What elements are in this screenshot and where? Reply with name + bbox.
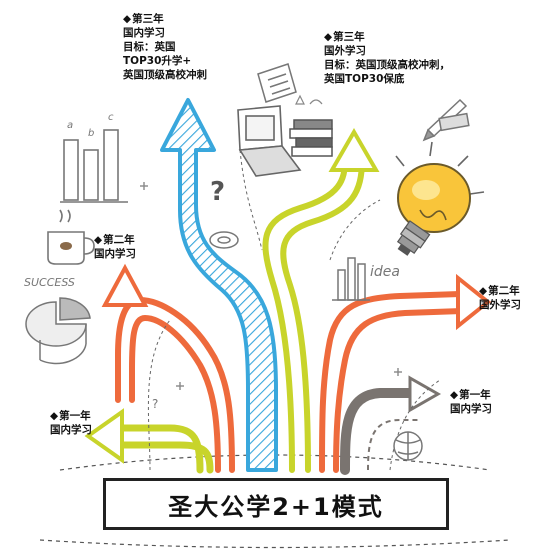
label-mid-right-heading: 第二年 xyxy=(479,284,521,298)
success-text: SUCCESS xyxy=(24,276,75,289)
label-bottom-right: 第一年 国内学习 xyxy=(450,388,492,416)
label-top-left-line-3: TOP30升学+ xyxy=(123,55,192,67)
label-bottom-left-line-1: 国内学习 xyxy=(50,424,92,436)
idea-text: idea xyxy=(370,264,400,280)
laptop-icon xyxy=(237,105,302,177)
label-top-right-line-2: 目标：英国顶级高校冲刺， xyxy=(324,59,450,71)
notepad-icon xyxy=(257,63,297,103)
scribble-doodle xyxy=(295,94,323,105)
label-mid-left-line-1: 国内学习 xyxy=(94,248,136,260)
light-bulb-icon xyxy=(395,141,485,256)
dashed-trails xyxy=(147,149,441,471)
label-bottom-left: 第一年 国内学习 xyxy=(50,409,92,437)
label-mid-right: 第二年 国外学习 xyxy=(479,284,521,312)
label-top-left-line-4: 英国顶级高校冲刺 xyxy=(123,69,207,81)
label-bottom-left-heading: 第一年 xyxy=(50,409,92,423)
label-top-left: 第三年 国内学习 目标：英国 TOP30升学+ 英国顶级高校冲刺 xyxy=(123,12,207,82)
orange-arrow-left xyxy=(101,263,235,473)
label-mid-left: 第二年 国内学习 xyxy=(94,233,136,261)
bar-chart-doodle: a b c xyxy=(60,112,128,203)
bar-letter-b: b xyxy=(88,128,94,139)
label-top-left-line-1: 国内学习 xyxy=(123,27,165,39)
label-top-right: 第三年 国外学习 目标：英国顶级高校冲刺， 英国TOP30保底 xyxy=(324,30,450,86)
bar-letter-a: a xyxy=(67,120,73,131)
label-top-right-heading: 第三年 xyxy=(324,30,450,44)
ground-dashes xyxy=(39,454,511,549)
lime-arrow-left xyxy=(84,408,214,474)
plus-signs xyxy=(140,182,402,390)
pencil-icon xyxy=(422,98,470,142)
label-bottom-right-line-1: 国内学习 xyxy=(450,403,492,415)
label-mid-right-line-1: 国外学习 xyxy=(479,299,521,311)
blue-arrow xyxy=(160,98,278,472)
lime-arrow-up xyxy=(262,128,380,473)
question-mark: ? xyxy=(210,177,225,207)
pie-chart-doodle xyxy=(25,297,91,365)
gray-arrow xyxy=(340,375,442,475)
globe-icon xyxy=(393,431,423,461)
small-question-mark: ? xyxy=(152,397,158,411)
label-top-right-line-1: 国外学习 xyxy=(324,45,366,57)
tape-measure-icon xyxy=(209,231,239,249)
label-top-left-heading: 第三年 xyxy=(123,12,207,26)
label-top-left-line-2: 目标：英国 xyxy=(123,41,176,53)
title-banner: 圣大公学2+1模式 xyxy=(103,478,449,530)
bar-letter-c: c xyxy=(108,112,114,123)
books-icon xyxy=(289,119,333,157)
coffee-cup-icon xyxy=(47,209,95,265)
label-top-right-line-3: 英国TOP30保底 xyxy=(324,73,405,85)
label-bottom-right-heading: 第一年 xyxy=(450,388,492,402)
page-title: 圣大公学2+1模式 xyxy=(168,492,384,521)
orange-arrow-right xyxy=(319,273,492,473)
idea-bar-chart xyxy=(332,257,370,301)
label-mid-left-heading: 第二年 xyxy=(94,233,136,247)
